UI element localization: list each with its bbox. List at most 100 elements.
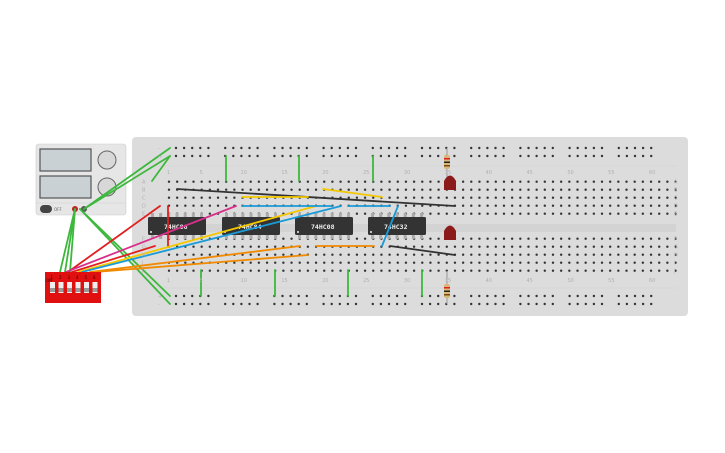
hole[interactable]: [355, 253, 359, 256]
hole[interactable]: [241, 253, 244, 256]
hole[interactable]: [527, 253, 530, 256]
hole[interactable]: [224, 269, 228, 272]
dip-toggle-1[interactable]: [50, 282, 55, 293]
hole[interactable]: [184, 261, 187, 264]
rail-hole[interactable]: [641, 302, 645, 306]
rail-hole[interactable]: [437, 302, 440, 306]
hole[interactable]: [617, 269, 620, 272]
rail-hole[interactable]: [592, 146, 596, 150]
hole[interactable]: [314, 188, 318, 191]
hole[interactable]: [576, 261, 579, 264]
hole[interactable]: [584, 269, 587, 272]
hole[interactable]: [421, 261, 424, 264]
hole[interactable]: [559, 261, 563, 264]
hole[interactable]: [412, 180, 416, 183]
hole[interactable]: [625, 204, 628, 207]
rail-hole[interactable]: [650, 294, 653, 298]
hole[interactable]: [208, 180, 212, 183]
hole[interactable]: [608, 204, 612, 207]
hole[interactable]: [543, 261, 547, 264]
hole[interactable]: [404, 269, 408, 272]
rail-hole[interactable]: [404, 302, 407, 306]
rail-hole[interactable]: [346, 154, 350, 158]
hole[interactable]: [404, 253, 408, 256]
hole[interactable]: [568, 180, 571, 183]
hole[interactable]: [486, 188, 489, 191]
hole[interactable]: [649, 212, 653, 215]
rail-hole[interactable]: [502, 302, 505, 306]
rail-hole[interactable]: [289, 294, 292, 298]
rail-hole[interactable]: [600, 146, 604, 150]
hole[interactable]: [306, 261, 310, 264]
hole[interactable]: [510, 269, 514, 272]
hole[interactable]: [625, 253, 628, 256]
hole[interactable]: [241, 269, 244, 272]
hole[interactable]: [494, 237, 497, 240]
rail-hole[interactable]: [379, 302, 383, 306]
hole[interactable]: [323, 269, 326, 272]
hole[interactable]: [478, 261, 481, 264]
hole[interactable]: [478, 196, 481, 199]
hole[interactable]: [649, 196, 653, 199]
hole[interactable]: [470, 261, 473, 264]
hole[interactable]: [478, 253, 481, 256]
hole[interactable]: [380, 261, 383, 264]
rail-hole[interactable]: [494, 154, 497, 158]
rail-hole[interactable]: [486, 154, 489, 158]
hole[interactable]: [674, 237, 677, 240]
hole[interactable]: [257, 245, 261, 248]
hole[interactable]: [216, 269, 220, 272]
rail-hole[interactable]: [371, 146, 374, 150]
wire-yellow[interactable]: [77, 205, 317, 273]
hole[interactable]: [576, 269, 579, 272]
hole[interactable]: [429, 269, 432, 272]
rail-hole[interactable]: [240, 302, 243, 306]
rail-hole[interactable]: [240, 154, 243, 158]
rail-hole[interactable]: [428, 294, 432, 298]
rail-hole[interactable]: [354, 294, 358, 298]
hole[interactable]: [314, 269, 318, 272]
hole[interactable]: [470, 196, 473, 199]
rail-hole[interactable]: [174, 294, 178, 298]
hole[interactable]: [404, 196, 408, 199]
hole[interactable]: [535, 269, 538, 272]
rail-hole[interactable]: [592, 294, 596, 298]
hole[interactable]: [519, 269, 522, 272]
rail-hole[interactable]: [338, 302, 341, 306]
hole[interactable]: [658, 212, 661, 215]
rail-hole[interactable]: [379, 154, 383, 158]
hole[interactable]: [265, 269, 269, 272]
wires[interactable]: [59, 147, 456, 305]
hole[interactable]: [510, 196, 514, 199]
hole[interactable]: [478, 245, 481, 248]
dip-toggle-4[interactable]: [75, 282, 81, 293]
hole[interactable]: [568, 261, 571, 264]
hole[interactable]: [658, 253, 661, 256]
rail-hole[interactable]: [519, 294, 522, 298]
hole[interactable]: [355, 261, 359, 264]
rail-hole[interactable]: [224, 302, 227, 306]
hole[interactable]: [233, 245, 236, 248]
hole[interactable]: [633, 188, 636, 191]
rail-hole[interactable]: [519, 146, 522, 150]
rail-hole[interactable]: [297, 302, 300, 306]
hole[interactable]: [331, 261, 334, 264]
hole[interactable]: [527, 204, 530, 207]
hole[interactable]: [216, 180, 220, 183]
hole[interactable]: [568, 212, 571, 215]
hole[interactable]: [372, 188, 375, 191]
hole[interactable]: [331, 269, 334, 272]
hole[interactable]: [249, 180, 252, 183]
hole[interactable]: [625, 261, 628, 264]
rail-hole[interactable]: [174, 146, 178, 150]
rail-hole[interactable]: [543, 146, 546, 150]
hole[interactable]: [404, 204, 408, 207]
chip-74hc32[interactable]: 74HC32: [368, 213, 426, 239]
hole[interactable]: [502, 237, 506, 240]
hole[interactable]: [625, 269, 628, 272]
dip-toggle-6[interactable]: [92, 282, 98, 293]
hole[interactable]: [600, 261, 604, 264]
rail-hole[interactable]: [641, 154, 645, 158]
wire-blue[interactable]: [381, 205, 399, 247]
hole[interactable]: [388, 253, 391, 256]
